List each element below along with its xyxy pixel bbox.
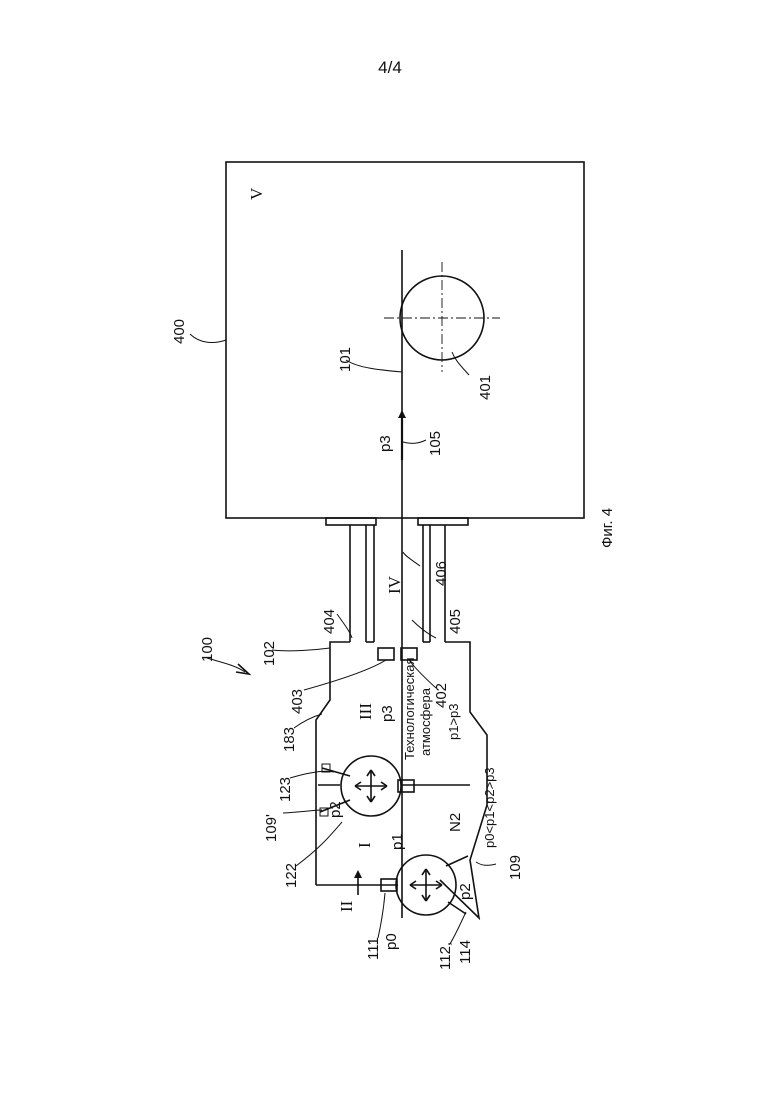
ref-114: 114 — [457, 940, 474, 964]
ref-401: 401 — [477, 375, 494, 400]
ref-109p: 109' — [263, 814, 280, 842]
figure-caption: Фиг. 4 — [599, 508, 616, 548]
pressure-p0: p0 — [383, 933, 400, 950]
pressure-p3-vessel: p3 — [377, 435, 394, 452]
ref-405: 405 — [447, 609, 464, 634]
pressure-p2-upper: p2 — [327, 801, 344, 818]
ref-403: 403 — [289, 689, 306, 714]
zone-V: V — [247, 187, 266, 200]
ref-111: 111 — [365, 937, 382, 960]
pressure-p2-lower: p2 — [457, 883, 474, 900]
ref-102: 102 — [261, 641, 278, 666]
ref-406: 406 — [433, 561, 450, 586]
roller-123 — [341, 756, 414, 816]
arrowhead-100 — [236, 664, 249, 674]
pressure-p3-chamber: p3 — [379, 705, 396, 722]
ref-404: 404 — [321, 609, 338, 634]
annotation-tech-line2: атмосфера — [418, 687, 433, 756]
ref-105: 105 — [427, 431, 444, 456]
pressure-p1: p1 — [389, 833, 406, 850]
zone-N2: N2 — [447, 813, 464, 832]
zone-II: II — [337, 900, 356, 912]
ref-122: 122 — [283, 863, 300, 888]
pressure-relation-main: p0<p1<p2>p3 — [482, 767, 497, 848]
ref-123: 123 — [277, 777, 294, 802]
ref-109: 109 — [507, 855, 524, 880]
ref-402: 402 — [433, 683, 450, 708]
ref-100: 100 — [199, 637, 216, 662]
zone-IV: IV — [385, 575, 404, 594]
zone-I: I — [355, 842, 374, 848]
ref-101: 101 — [337, 347, 354, 372]
ref-183: 183 — [281, 727, 298, 752]
leader-lines — [190, 334, 496, 944]
zone-III: III — [356, 703, 375, 720]
ref-400: 400 — [171, 319, 188, 344]
nozzle-109 — [446, 856, 468, 866]
vessel-400 — [226, 162, 584, 518]
flange-connection — [326, 518, 468, 525]
annotation-tech-line1: Технологическая — [402, 658, 417, 761]
ref-112: 112, — [437, 942, 454, 970]
